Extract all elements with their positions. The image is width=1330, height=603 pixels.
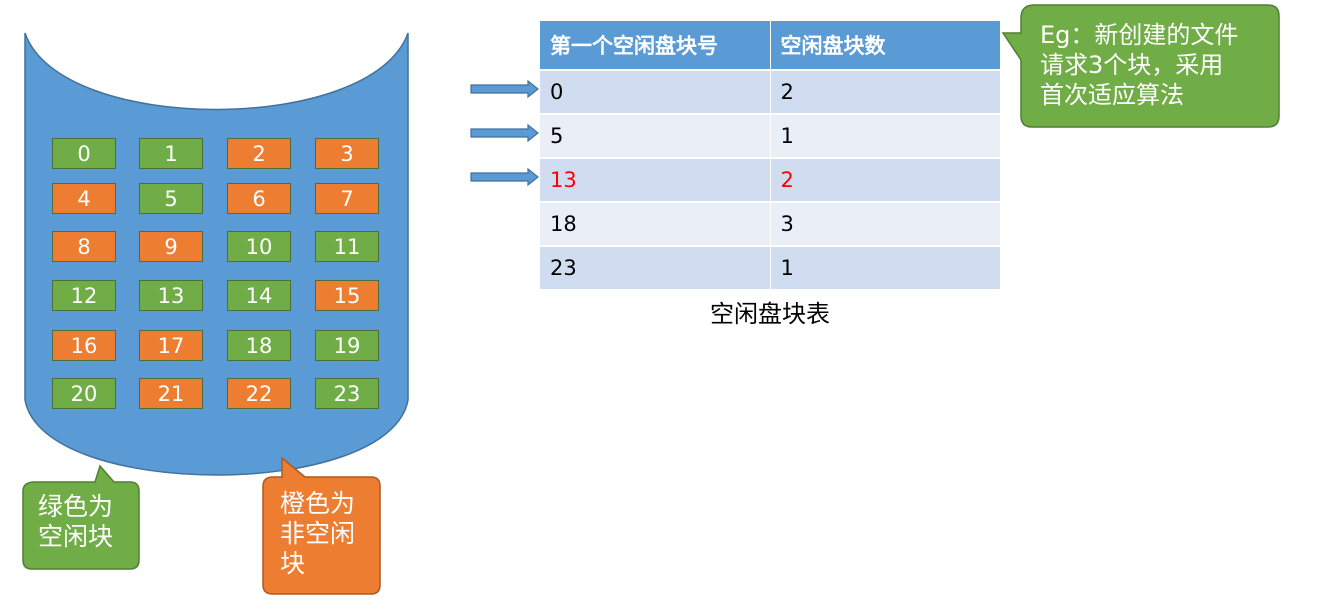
disk-block: 6 xyxy=(227,183,291,214)
disk-block: 17 xyxy=(139,330,203,361)
table-header-row: 第一个空闲盘块号 空闲盘块数 xyxy=(539,20,1001,71)
disk-block: 13 xyxy=(139,280,203,311)
disk-block: 7 xyxy=(315,183,379,214)
orange-legend-text: 橙色为 非空闲 块 xyxy=(280,489,355,579)
row-pointer-arrow xyxy=(470,167,539,187)
disk-block: 16 xyxy=(52,330,116,361)
green-legend-text: 绿色为 空闲块 xyxy=(38,492,113,552)
disk-block: 15 xyxy=(315,280,379,311)
disk-block: 12 xyxy=(52,280,116,311)
disk-block: 23 xyxy=(315,378,379,409)
free-block-count-cell: 1 xyxy=(769,114,1001,159)
first-free-block-cell: 13 xyxy=(539,158,771,203)
free-block-count-cell: 2 xyxy=(769,158,1001,203)
disk-block: 0 xyxy=(52,138,116,169)
disk-block: 4 xyxy=(52,183,116,214)
note-callout xyxy=(1001,4,1280,128)
first-free-block-cell: 23 xyxy=(539,246,771,291)
disk-block: 1 xyxy=(139,138,203,169)
header-free-block-count: 空闲盘块数 xyxy=(769,20,1001,71)
orange-legend-callout xyxy=(262,456,381,595)
first-free-block-cell: 5 xyxy=(539,114,771,159)
green-legend-line: 绿色为 xyxy=(38,492,114,521)
table-caption: 空闲盘块表 xyxy=(710,300,830,328)
disk-block: 14 xyxy=(227,280,291,311)
orange-legend-line: 块 xyxy=(280,549,306,578)
disk-block: 18 xyxy=(227,330,291,361)
note-line: Eg：新创建的文件 xyxy=(1040,21,1239,49)
note-line: 首次适应算法 xyxy=(1040,81,1184,109)
disk-block: 2 xyxy=(227,138,291,169)
disk-cylinder xyxy=(24,32,409,476)
disk-block: 22 xyxy=(227,378,291,409)
disk-block: 11 xyxy=(315,231,379,262)
green-legend-line: 空闲块 xyxy=(38,522,114,551)
disk-block: 20 xyxy=(52,378,116,409)
free-block-count-cell: 3 xyxy=(769,202,1001,247)
header-first-free-block: 第一个空闲盘块号 xyxy=(539,20,771,71)
free-block-count-cell: 2 xyxy=(769,70,1001,115)
disk-block: 10 xyxy=(227,231,291,262)
disk-block: 9 xyxy=(139,231,203,262)
disk-block: 21 xyxy=(139,378,203,409)
disk-block: 3 xyxy=(315,138,379,169)
note-line: 请求3个块，采用 xyxy=(1040,51,1224,79)
first-free-block-cell: 0 xyxy=(539,70,771,115)
disk-block: 19 xyxy=(315,330,379,361)
disk-block: 5 xyxy=(139,183,203,214)
row-pointer-arrow xyxy=(470,79,539,99)
first-free-block-cell: 18 xyxy=(539,202,771,247)
orange-legend-line: 非空闲 xyxy=(280,519,356,548)
note-text: Eg：新创建的文件 请求3个块，采用 首次适应算法 xyxy=(1040,20,1238,110)
row-pointer-arrow xyxy=(470,123,539,143)
free-block-count-cell: 1 xyxy=(769,246,1001,291)
green-legend-callout xyxy=(22,464,140,570)
orange-legend-line: 橙色为 xyxy=(280,489,356,518)
disk-block: 8 xyxy=(52,231,116,262)
